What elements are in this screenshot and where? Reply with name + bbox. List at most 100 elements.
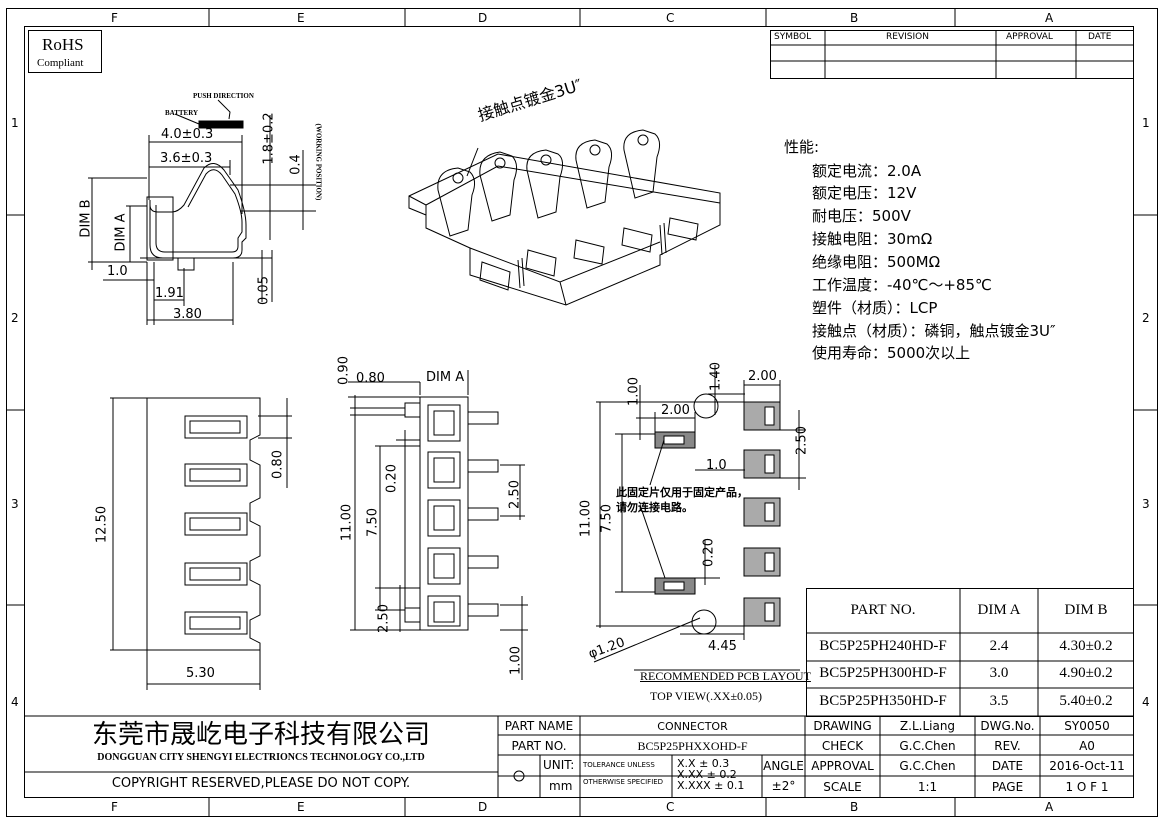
- dim-1-00-front: 1.00: [508, 646, 524, 675]
- zone-label-E-bottom: E: [297, 800, 305, 814]
- rohs-box: [29, 31, 102, 73]
- unit-value: mm: [549, 779, 573, 793]
- drawing-label: DRAWING: [813, 719, 872, 733]
- outer-border: [7, 9, 1158, 817]
- spec-item: 工作温度：-40℃～+85℃: [812, 276, 992, 294]
- zone-label-B-bottom: B: [850, 800, 859, 814]
- dim-2-50-front: 2.50: [507, 480, 523, 509]
- zone-ticks: [6, 8, 1157, 816]
- dim-7-50-pcb: 7.50: [599, 504, 615, 533]
- battery-label: BATTERY: [165, 109, 199, 117]
- dim-0-4: 0.4: [288, 154, 304, 175]
- rev-header-approval: APPROVAL: [1006, 32, 1053, 42]
- dim-1-8: 1.8±0.2: [261, 112, 277, 165]
- part-name-label: PART NAME: [504, 719, 574, 733]
- dim-7-50-front: 7.50: [365, 508, 381, 537]
- rev-value: A0: [1079, 739, 1095, 753]
- part-no-value: BC5P25PHXXOHD-F: [637, 739, 748, 753]
- dim-1-40: 1.40: [708, 362, 724, 391]
- fixing-tab-note-line1: 此固定片仅用于固定产品，: [616, 486, 748, 499]
- rev-header-symbol: SYMBOL: [774, 32, 812, 42]
- front-view-lines: [348, 370, 528, 680]
- zone-label-1-left: 1: [11, 116, 19, 130]
- part-table-header-part-no: PART NO.: [850, 602, 916, 618]
- pcb-layout-subcaption: TOP VIEW(.XX±0.05): [650, 689, 763, 703]
- dim-3-6: 3.6±0.3: [160, 151, 213, 166]
- tolerance-value-2: X.XX ± 0.2: [677, 768, 737, 781]
- part-table-cell: 3.0: [989, 665, 1009, 681]
- working-position-label: (WORKING POSITION): [314, 123, 323, 201]
- zone-label-3-left: 3: [11, 497, 19, 511]
- dim-2-50-pcb: 2.50: [794, 426, 810, 455]
- approval-value: G.C.Chen: [899, 759, 956, 773]
- rohs-subtitle: Compliant: [37, 57, 84, 69]
- side-view-lines: [88, 100, 316, 325]
- part-table-cell: 3.5: [989, 693, 1009, 709]
- left-view-lines: [110, 398, 292, 690]
- part-table-cell: BC5P25PH350HD-F: [819, 693, 947, 709]
- dim-5-30: 5.30: [186, 666, 215, 681]
- zone-label-4-left: 4: [11, 695, 19, 709]
- dim-3-80: 3.80: [173, 307, 202, 322]
- tolerance-label-1: TOLERANCE UNLESS: [583, 761, 655, 769]
- dim-0-05: 0.05: [256, 276, 272, 305]
- approval-label: APPROVAL: [811, 759, 874, 773]
- iso-view-lines: [409, 130, 720, 305]
- part-table-cell: BC5P25PH300HD-F: [819, 665, 947, 681]
- part-table-cell: 4.30±0.2: [1059, 638, 1113, 654]
- dim-0-20-front: 0.20: [384, 464, 400, 493]
- zone-label-F-top: F: [111, 11, 118, 25]
- rev-label: REV.: [994, 739, 1021, 753]
- part-table-header-dim-b: DIM B: [1064, 602, 1108, 618]
- dim-0-80-front: 0.80: [356, 371, 385, 386]
- check-label: CHECK: [821, 739, 864, 753]
- date-label: DATE: [991, 759, 1024, 773]
- spec-title: 性能:: [784, 138, 820, 156]
- spec-item: 耐电压：500V: [812, 207, 911, 225]
- spec-item: 绝缘电阻：500MΩ: [812, 253, 941, 271]
- inner-border: [25, 27, 1134, 798]
- check-value: G.C.Chen: [899, 739, 956, 753]
- tolerance-label-2: OTHERWISE SPECIFIED: [583, 778, 664, 786]
- company-name-cn: 东莞市晟屹电子科技有限公司: [91, 720, 430, 750]
- spec-item: 接触点（材质）：磷铜，触点镀金3U″: [812, 322, 1056, 340]
- dim-4-0: 4.0±0.3: [161, 127, 214, 142]
- part-table-cell: 5.40±0.2: [1059, 693, 1113, 709]
- zone-label-C-bottom: C: [666, 800, 675, 814]
- part-table-cell: 4.90±0.2: [1059, 665, 1113, 681]
- zone-label-E-top: E: [297, 11, 305, 25]
- dim-12-50: 12.50: [94, 505, 110, 544]
- dim-a-front: DIM A: [426, 370, 465, 385]
- zone-label-C-top: C: [666, 11, 675, 25]
- part-table-cell: 2.4: [989, 638, 1009, 654]
- zone-label-D-bottom: D: [478, 800, 488, 814]
- dim-11-00-pcb: 11.00: [578, 499, 594, 538]
- part-name-value: CONNECTOR: [657, 720, 728, 733]
- spec-item: 额定电流：2.0A: [812, 162, 922, 180]
- pcb-layout-lines: [594, 365, 806, 670]
- angle-label: ANGLE: [763, 759, 804, 773]
- spec-item: 额定电压：12V: [812, 184, 917, 202]
- dim-1-0-pcb: 1.0: [706, 458, 727, 473]
- rev-header-date: DATE: [1088, 32, 1112, 42]
- zone-label-F-bottom: F: [111, 800, 118, 814]
- zone-label-B-top: B: [850, 11, 859, 25]
- dim-1-91: 1.91: [155, 286, 184, 301]
- copyright-notice: COPYRIGHT RESERVED,PLEASE DO NOT COPY.: [111, 776, 411, 791]
- dwg-no-value: SY0050: [1064, 719, 1110, 733]
- dim-0-80-left: 0.80: [270, 450, 286, 479]
- dim-a-label: DIM A: [113, 213, 129, 252]
- part-no-label: PART NO.: [511, 739, 567, 753]
- tolerance-value-1: X.X ± 0.3: [677, 757, 730, 770]
- zone-label-2-right: 2: [1142, 311, 1150, 325]
- dim-2-00-top: 2.00: [748, 369, 777, 384]
- dim-2-00-pad: 2.00: [661, 403, 690, 418]
- pcb-layout-caption: RECOMMENDED PCB LAYOUT: [640, 669, 811, 683]
- dim-0-20-pcb: 0.20: [701, 538, 717, 567]
- tolerance-value-3: X.XXX ± 0.1: [677, 779, 745, 792]
- fixing-tab-note-line2: 请勿连接电路。: [616, 501, 693, 514]
- spec-item: 塑件（材质）：LCP: [812, 299, 938, 317]
- part-table-header-dim-a: DIM A: [977, 602, 1021, 618]
